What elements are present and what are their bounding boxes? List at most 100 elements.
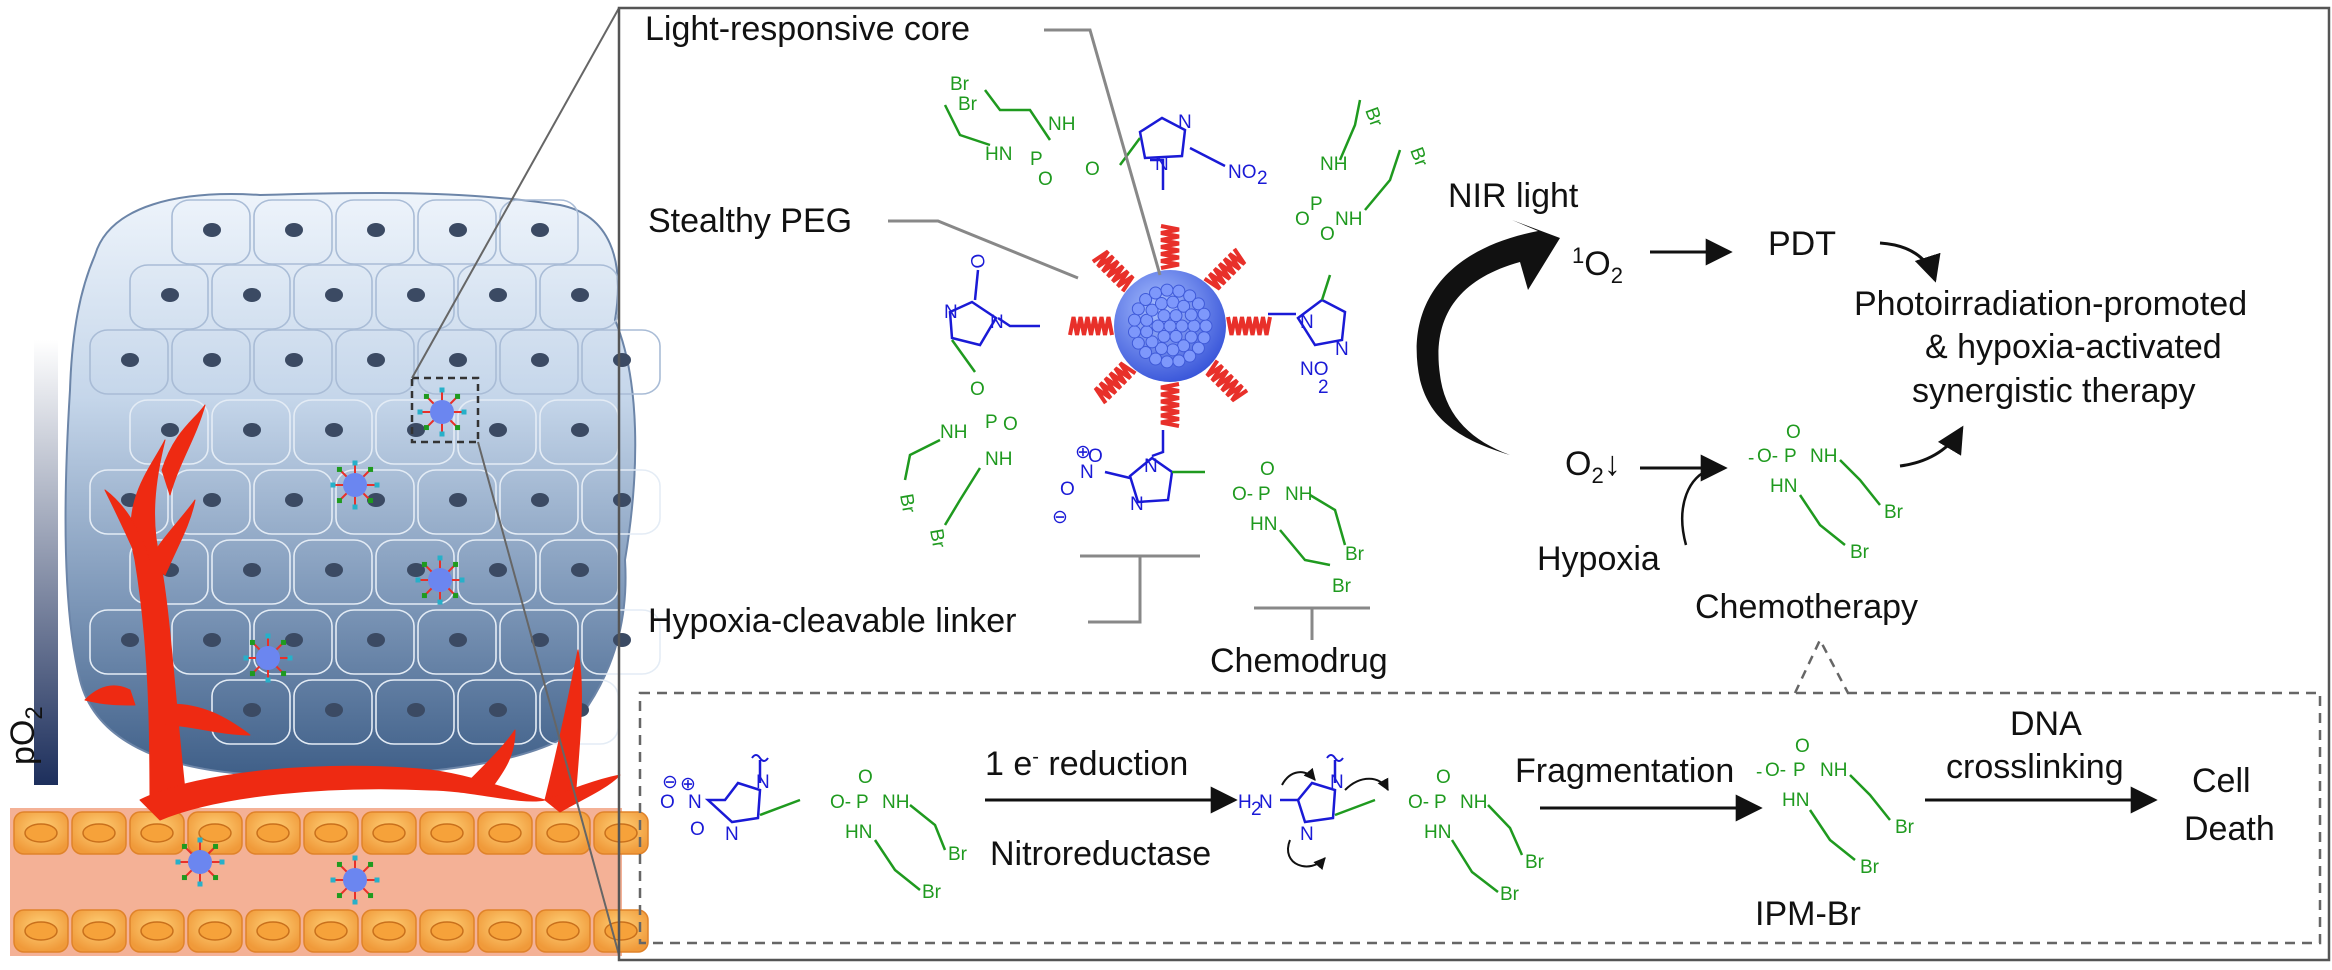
svg-text:-: - [1748, 448, 1754, 469]
tumor-cell [293, 264, 373, 330]
tumor-cell [89, 329, 169, 395]
svg-text:O-: O- [1757, 446, 1778, 467]
svg-text:O-: O- [830, 792, 851, 813]
right-imidazole-drug: N N NO 2 O P O NH NH Br Br [1295, 99, 1432, 398]
core-bead [1154, 297, 1168, 311]
svg-text:NO: NO [1300, 359, 1329, 380]
svg-text:N: N [944, 302, 958, 323]
peg-chain [1160, 382, 1180, 428]
svg-text:P: P [1258, 484, 1271, 505]
tumor-cell [335, 469, 415, 535]
peg-chain [1226, 316, 1272, 336]
core-bead [1139, 345, 1153, 359]
svg-text:O: O [1260, 459, 1275, 480]
reduction-label: 1 e- reduction [985, 745, 1188, 783]
cell-nucleus [325, 563, 343, 577]
cell-nucleus [203, 353, 221, 367]
svg-text:HN: HN [845, 822, 872, 843]
reduced-intermediate-structure: H 2 N N N O- P O NH HN Br Br [1238, 754, 1545, 905]
core-bead [1166, 295, 1180, 309]
svg-text:Br: Br [1525, 852, 1545, 873]
core-bead [1177, 299, 1191, 313]
core-bead [1131, 336, 1145, 350]
activation-pathway: O ⊖ N ⊕ O N N O- P O NH HN Br Br 1 e- re… [638, 691, 2322, 945]
cell-nucleus [489, 563, 507, 577]
singlet-oxygen-label: 1O2 [1572, 243, 1623, 288]
svg-text:N: N [1300, 824, 1314, 845]
tumor-cell [335, 199, 415, 265]
svg-text:-: - [1756, 762, 1762, 783]
tumor-cell [417, 469, 497, 535]
stealthy-peg-label: Stealthy PEG [648, 202, 852, 240]
svg-text:HN: HN [1250, 514, 1277, 535]
cell-nucleus [243, 563, 261, 577]
cell-nucleus [325, 288, 343, 302]
svg-text:O: O [965, 252, 988, 270]
svg-text:N: N [1300, 312, 1314, 333]
cell-nucleus [571, 563, 589, 577]
svg-text:O: O [1295, 209, 1310, 230]
tumor-cell [211, 399, 291, 465]
svg-text:N: N [1178, 112, 1192, 133]
nir-curved-arrow [1416, 220, 1560, 455]
core-bead [1139, 293, 1153, 307]
core-bead [1187, 319, 1201, 333]
cell-nucleus [449, 353, 467, 367]
endothelial-nucleus [488, 921, 522, 941]
cell-nucleus [531, 493, 549, 507]
tumor-cell [457, 539, 537, 605]
peg-chain [1093, 361, 1137, 405]
cell-nucleus [325, 703, 343, 717]
cell-nucleus [367, 493, 385, 507]
core-bead [1172, 354, 1186, 368]
po2-gradient-bar [34, 340, 58, 785]
svg-text:P: P [1310, 194, 1323, 215]
core-bead [1184, 330, 1198, 344]
cell-nucleus [407, 703, 425, 717]
core-bead [1183, 349, 1197, 363]
svg-text:P: P [985, 412, 998, 433]
core-bead [1157, 309, 1171, 323]
nanoparticle [415, 555, 465, 605]
svg-text:O: O [1038, 169, 1053, 190]
tumor-cell [457, 679, 537, 745]
dna-label-1: DNA [2010, 705, 2082, 743]
cell-nucleus [367, 633, 385, 647]
svg-text:O: O [858, 767, 873, 788]
tumor-cell [499, 329, 579, 395]
svg-text:NH: NH [1048, 114, 1075, 135]
right-panel-frame [617, 6, 2331, 962]
svg-text:Br: Br [925, 527, 949, 550]
cell-nucleus [489, 288, 507, 302]
endothelial-nucleus [430, 921, 464, 941]
core-bead [1154, 341, 1168, 355]
core-bead [1169, 309, 1183, 323]
cell-nucleus [121, 633, 139, 647]
tumor-cell [581, 329, 661, 395]
svg-text:Br: Br [1345, 544, 1365, 565]
svg-text:P: P [1793, 760, 1806, 781]
tumor-cell [581, 469, 661, 535]
svg-text:NH: NH [1285, 484, 1312, 505]
cell-nucleus [367, 353, 385, 367]
svg-text:Br: Br [1360, 105, 1386, 131]
mechanism-scheme: NIR light 1O2 PDT Photoirradiation-promo… [1416, 177, 2247, 694]
cell-nucleus [243, 703, 261, 717]
o2-low-label: O2↓ [1565, 445, 1621, 488]
svg-text:Br: Br [948, 844, 968, 865]
endothelial-cells [13, 811, 649, 953]
svg-text:NH: NH [1460, 792, 1487, 813]
svg-text:NH: NH [1820, 760, 1847, 781]
cell-nucleus [489, 703, 507, 717]
core-bead [1149, 286, 1163, 300]
svg-text:Br: Br [922, 882, 942, 903]
core-bead [1157, 329, 1171, 343]
endothelial-nucleus [24, 921, 58, 941]
synergy-label-2: & hypoxia-activated [1925, 328, 2222, 366]
chemotherapy-label: Chemotherapy [1695, 588, 1918, 626]
svg-text:O-: O- [1232, 484, 1253, 505]
endothelial-nucleus [488, 823, 522, 843]
cell-nucleus [203, 223, 221, 237]
svg-text:N: N [1155, 154, 1169, 175]
